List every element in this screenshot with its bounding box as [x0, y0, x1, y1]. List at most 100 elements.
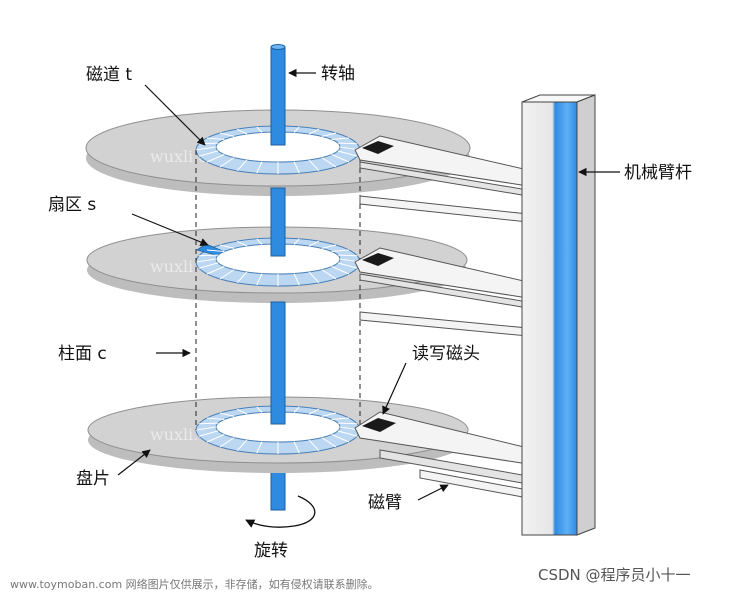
sector-divider	[308, 128, 320, 135]
sector-divider	[293, 238, 300, 245]
sector-divider	[256, 161, 263, 174]
sector-divider	[321, 412, 337, 417]
sector-divider	[198, 430, 219, 437]
sector-divider	[337, 150, 358, 157]
arm-bridge-2	[359, 311, 529, 337]
sector-divider	[219, 132, 235, 137]
arm-middle	[354, 247, 529, 309]
sector-divider	[331, 249, 350, 252]
sector-divider	[236, 439, 248, 452]
sector-divider	[331, 154, 350, 163]
sector-divider	[321, 437, 337, 448]
actuator-bar	[521, 94, 596, 536]
sector-divider	[256, 406, 263, 413]
label-sector: 扇区 s	[48, 195, 96, 215]
sector-divider	[337, 254, 358, 257]
read-write-head	[362, 141, 394, 154]
spindle-cap	[270, 44, 286, 50]
label-platter: 盘片	[76, 469, 110, 489]
labels: 磁道 t 转轴 扇区 s 机械臂杆 柱面 c 读写磁头 盘片 磁臂 旋转	[48, 64, 692, 561]
sector-divider	[331, 434, 350, 443]
sector-divider	[321, 269, 337, 280]
label-read-write-head: 读写磁头	[412, 344, 480, 364]
sector-divider	[321, 244, 337, 249]
curved-rotation-arrow-icon	[245, 495, 316, 528]
sector-divider	[293, 441, 300, 454]
sector-divider	[337, 262, 358, 269]
sector-divider	[198, 142, 219, 145]
watermark-ghost-1: wuxli.c	[150, 147, 207, 166]
sector-divider	[256, 126, 263, 133]
sector-divider	[337, 430, 358, 437]
sector-divider	[236, 408, 248, 415]
read-write-head	[362, 253, 394, 266]
sector-divider	[293, 406, 300, 413]
arm-top	[354, 135, 529, 197]
sector-divider	[293, 126, 300, 133]
sector-dividers	[195, 238, 361, 286]
sector-divider	[256, 238, 263, 245]
sector-divider	[236, 271, 248, 284]
arm-bridge-1	[359, 195, 529, 223]
sector-divider	[206, 154, 225, 163]
sector-divider	[256, 441, 263, 454]
track-ring-bottom	[195, 405, 361, 455]
sector-divider	[219, 412, 235, 417]
sector-divider	[321, 132, 337, 137]
label-cylinder: 柱面 c	[58, 344, 107, 364]
label-actuator-arm: 机械臂杆	[624, 163, 692, 183]
sector-divider	[219, 437, 235, 448]
sector-divider	[195, 426, 217, 431]
spindle-mid-1	[270, 187, 286, 257]
sector-dividers	[195, 406, 361, 454]
sector-divider	[195, 258, 217, 263]
sector-divider	[331, 137, 350, 140]
watermark-left: www.toymoban.com 网络图片仅供展示，非存储，如有侵权请联系删除。	[10, 577, 379, 591]
spindle-mid-2	[270, 301, 286, 425]
track-ring-middle	[195, 237, 361, 287]
pointer-arrows	[117, 68, 620, 501]
sector-divider	[236, 240, 248, 247]
sector-divider	[198, 254, 219, 257]
sector-divider	[308, 240, 320, 247]
sector-divider	[331, 417, 350, 420]
arm-bottom	[354, 411, 529, 499]
sector-divider	[321, 157, 337, 168]
label-track: 磁道 t	[86, 65, 132, 85]
sector-divider	[206, 417, 225, 420]
sector-divider	[206, 249, 225, 252]
sector-divider	[198, 150, 219, 157]
sector-divider	[236, 128, 248, 135]
read-write-head	[362, 418, 396, 432]
sector-divider	[219, 244, 235, 249]
sector-divider	[219, 157, 235, 168]
sector-divider	[337, 422, 358, 425]
sector-divider	[198, 262, 219, 269]
watermark-ghost-2: wuxli.c	[150, 257, 207, 276]
sector-divider	[206, 137, 225, 140]
label-arm: 磁臂	[368, 493, 402, 513]
watermark-ghost-3: wuxli.c	[150, 425, 207, 444]
label-spindle: 转轴	[321, 64, 355, 84]
pointer-arrow-icon	[131, 213, 209, 247]
sector-divider	[219, 269, 235, 280]
sector-divider	[293, 161, 300, 174]
sector-divider	[236, 159, 248, 172]
sector-divider	[308, 408, 320, 415]
sector-divider	[198, 422, 219, 425]
pointer-arrow-icon	[144, 84, 206, 146]
watermark-csdn: CSDN @程序员小十一	[538, 566, 691, 584]
sector-divider	[337, 142, 358, 145]
sector-divider	[308, 271, 320, 284]
sector-divider	[308, 439, 320, 452]
sector-divider	[331, 266, 350, 275]
spindle-top	[270, 46, 286, 146]
label-rotation: 旋转	[254, 541, 288, 561]
sector-divider	[206, 434, 225, 443]
sector-divider	[293, 273, 300, 286]
spindle-segments	[270, 44, 286, 425]
sector-divider	[256, 273, 263, 286]
sector-divider	[308, 159, 320, 172]
sector-divider	[206, 266, 225, 275]
